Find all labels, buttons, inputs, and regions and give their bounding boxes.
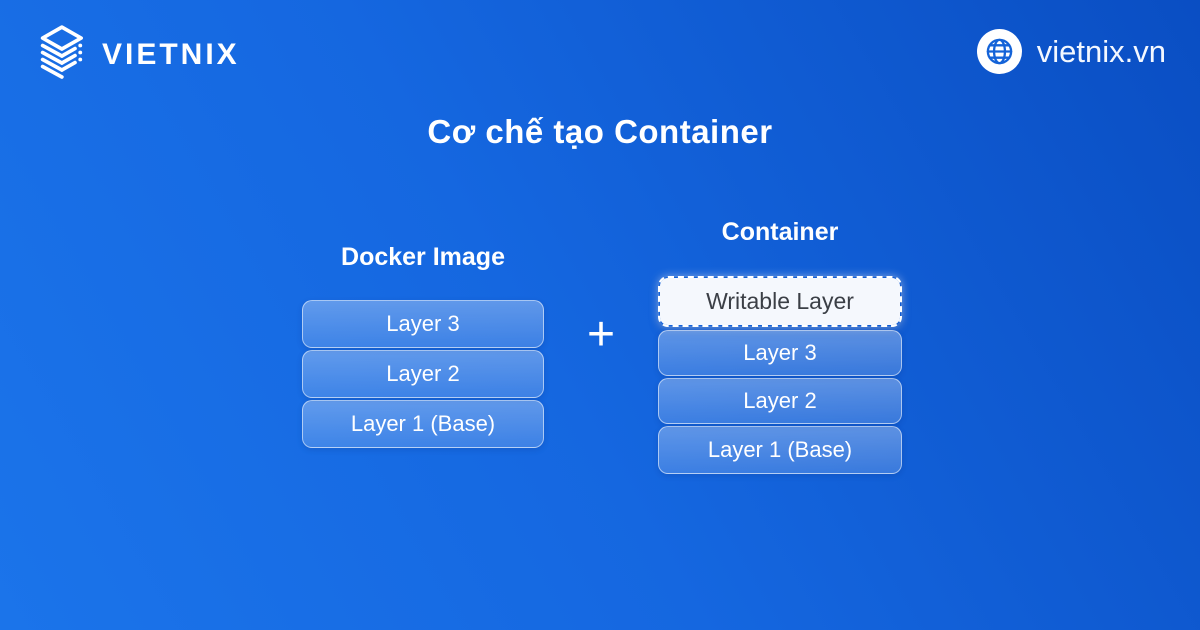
docker-image-layer-1-base: Layer 1 (Base) bbox=[302, 400, 544, 448]
website-badge: vietnix.vn bbox=[976, 29, 1166, 74]
docker-image-layer-3: Layer 3 bbox=[302, 300, 544, 348]
docker-image-layer-2: Layer 2 bbox=[302, 350, 544, 398]
vietnix-logo: VIETNIX bbox=[33, 24, 240, 86]
layers-stack-icon bbox=[33, 24, 89, 86]
plus-sign: + bbox=[586, 308, 616, 362]
docker-image-label: Docker Image bbox=[341, 243, 505, 271]
container-label: Container bbox=[721, 218, 839, 246]
container-layer-3: Layer 3 bbox=[658, 330, 902, 376]
website-url: vietnix.vn bbox=[1036, 33, 1166, 69]
page-title: Cơ chế tạo Container bbox=[427, 113, 773, 150]
container-layer-2: Layer 2 bbox=[658, 378, 902, 424]
logo-wordmark: VIETNIX bbox=[102, 38, 240, 71]
writable-layer-box: Writable Layer bbox=[658, 276, 902, 327]
container-layer-1-base: Layer 1 (Base) bbox=[658, 426, 902, 474]
globe-icon bbox=[976, 29, 1022, 74]
